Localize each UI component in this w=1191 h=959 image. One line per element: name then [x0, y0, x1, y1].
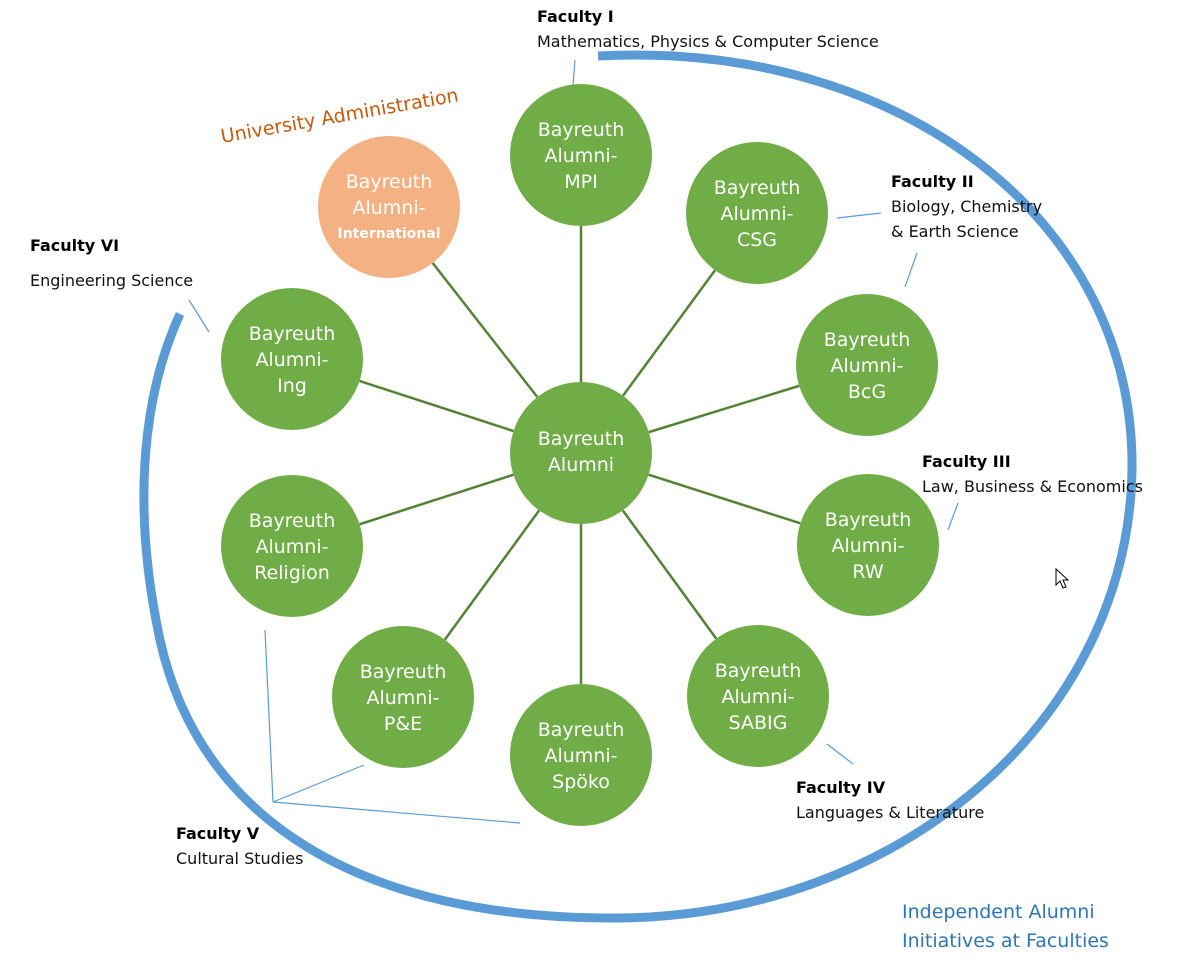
node-label-line: Bayreuth	[825, 509, 912, 531]
spokes	[359, 226, 801, 684]
faculty-title: Faculty III	[922, 452, 1011, 471]
node-label-line: Alumni	[548, 454, 614, 476]
leader-f4	[826, 743, 854, 765]
node-label-line: Alumni-	[831, 535, 904, 557]
node-label-line: RW	[852, 561, 883, 583]
node-label-line: SABIG	[729, 712, 788, 734]
independent-initiatives-label-line1: Independent Alumni	[902, 901, 1095, 923]
spoke-international	[431, 262, 539, 398]
faculty-label-6: Faculty VI Engineering Science	[30, 236, 193, 290]
node-label-line: Alumni-	[721, 686, 794, 708]
node-label-line: Bayreuth	[249, 323, 336, 345]
spoke-sabig	[621, 509, 718, 640]
node-label-line: Bayreuth	[538, 119, 625, 141]
node-label-line: Ing	[277, 375, 307, 397]
node-label-line: Alumni-	[352, 197, 425, 219]
spoke-csg	[621, 269, 717, 397]
faculty-title: Faculty VI	[30, 236, 119, 255]
leader-f3	[947, 502, 959, 531]
node-label-line: Alumni-	[255, 349, 328, 371]
node-circle	[221, 288, 363, 430]
spoke-ing	[359, 379, 514, 433]
spoke-rw	[648, 473, 801, 525]
node-circle	[510, 684, 652, 826]
faculty-labels: Faculty I Mathematics, Physics & Compute…	[30, 7, 1143, 868]
node-label-line: BcG	[848, 381, 886, 403]
spoke-pe	[443, 509, 541, 641]
faculty-subtitle: & Earth Science	[891, 222, 1019, 241]
node-label-line: Bayreuth	[249, 510, 336, 532]
university-administration-label: University Administration	[219, 84, 460, 148]
leader-f6	[188, 299, 210, 333]
node-label-line: Alumni-	[720, 203, 793, 225]
leader-f5-pe	[272, 764, 365, 803]
faculty-subtitle: Biology, Chemistry	[891, 197, 1042, 216]
node-circle	[686, 142, 828, 284]
node-label-line: Bayreuth	[346, 171, 433, 193]
node-circle	[221, 475, 363, 617]
faculty-subtitle: Law, Business & Economics	[922, 477, 1143, 496]
leader-f2b	[904, 252, 918, 288]
faculty-subtitle: Engineering Science	[30, 271, 193, 290]
faculty-label-3: Faculty III Law, Business & Economics	[922, 452, 1143, 496]
faculty-label-1: Faculty I Mathematics, Physics & Compute…	[537, 7, 879, 51]
node-circle	[318, 136, 460, 278]
node-label-line: Religion	[254, 562, 330, 584]
faculty-title: Faculty V	[176, 824, 260, 843]
node-label-line: International	[337, 226, 440, 242]
node-label-line: Bayreuth	[714, 177, 801, 199]
faculty-title: Faculty I	[537, 7, 614, 26]
faculty-title: Faculty IV	[796, 778, 886, 797]
spoke-bcg	[648, 384, 800, 434]
node-label-line: P&E	[384, 713, 422, 735]
faculty-title: Faculty II	[891, 172, 974, 191]
node-label-line: Bayreuth	[360, 661, 447, 683]
node-label-line: Alumni-	[366, 687, 439, 709]
node-label-line: CSG	[737, 229, 777, 251]
faculty-label-2: Faculty II Biology, Chemistry & Earth Sc…	[891, 172, 1042, 241]
node-label-line: Bayreuth	[538, 428, 625, 450]
node-label-line: Alumni-	[830, 355, 903, 377]
node-label-line: MPI	[564, 171, 597, 193]
node-label-line: Alumni-	[255, 536, 328, 558]
node-circle	[796, 294, 938, 436]
leader-f5-religion	[264, 629, 274, 803]
faculty-subtitle: Mathematics, Physics & Computer Science	[537, 32, 879, 51]
leader-f5-spoeko	[272, 801, 521, 824]
leader-f2a	[836, 212, 882, 219]
mouse-cursor-icon	[1055, 567, 1070, 589]
leader-f1	[572, 59, 576, 86]
node-label-line: Bayreuth	[538, 719, 625, 741]
node-circle	[510, 382, 652, 524]
faculty-subtitle: Languages & Literature	[796, 803, 984, 822]
node-label-line: Bayreuth	[824, 329, 911, 351]
spoke-religion	[359, 473, 514, 526]
independent-initiatives-label-line2: Initiatives at Faculties	[902, 930, 1109, 952]
node-label-line: Alumni-	[544, 745, 617, 767]
node-circle	[797, 474, 939, 616]
faculty-subtitle: Cultural Studies	[176, 849, 303, 868]
faculty-label-4: Faculty IV Languages & Literature	[796, 778, 984, 822]
leader-lines	[188, 59, 959, 824]
node-label-line: Spöko	[552, 771, 610, 793]
node-circle	[687, 625, 829, 767]
node-circle	[332, 626, 474, 768]
node-label-line: Bayreuth	[715, 660, 802, 682]
node-circle	[510, 84, 652, 226]
faculty-label-5: Faculty V Cultural Studies	[176, 824, 303, 868]
faculties-ring	[139, 50, 1137, 923]
node-label-line: Alumni-	[544, 145, 617, 167]
